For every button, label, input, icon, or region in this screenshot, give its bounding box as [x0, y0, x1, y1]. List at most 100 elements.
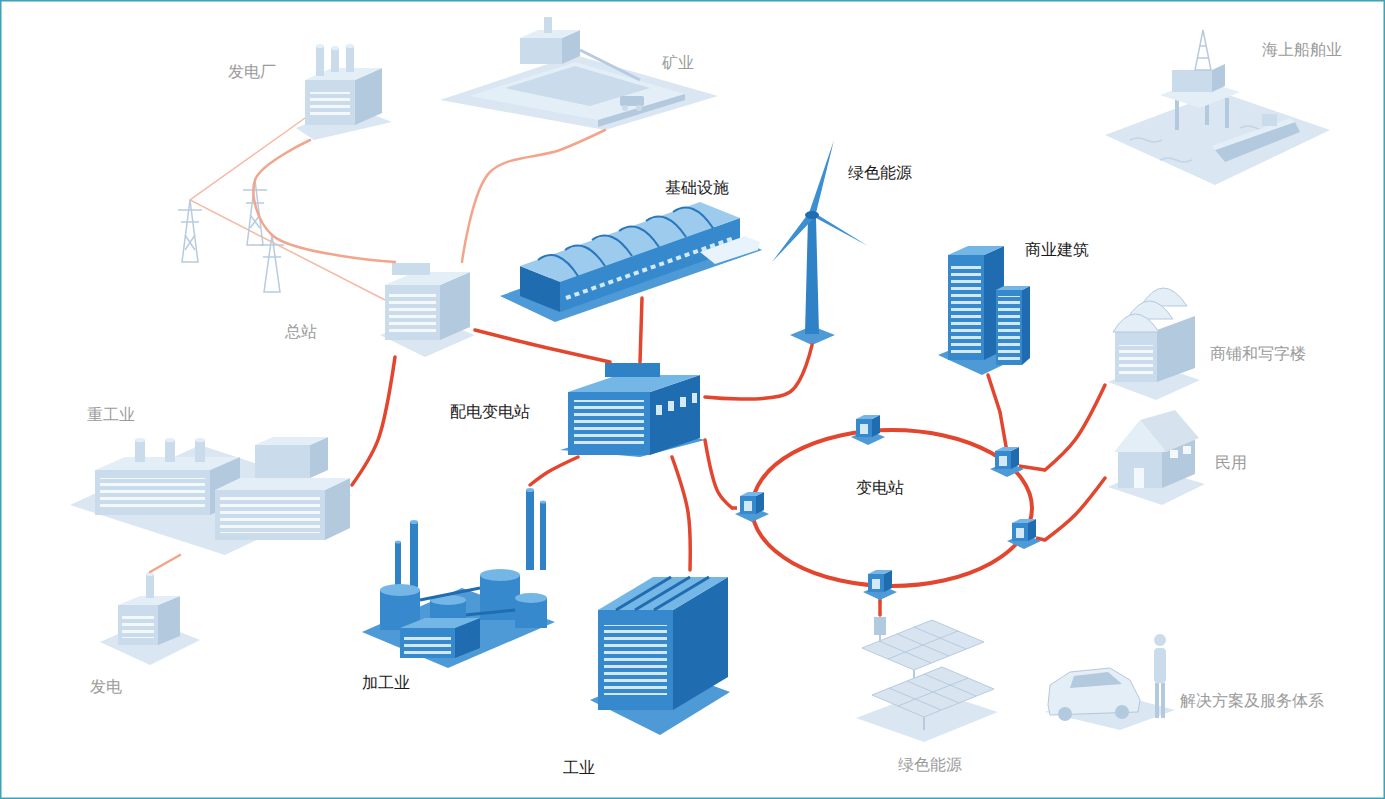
wind-turbine-figure [809, 140, 834, 217]
substation-ring-figure [851, 415, 885, 445]
node-label: 变电站 [856, 478, 904, 497]
mining-figure [440, 17, 718, 130]
offshore-figure [1130, 126, 1272, 162]
wind-turbine-figure [772, 214, 813, 262]
office-tower-figure [938, 336, 1030, 375]
mining-figure [562, 30, 580, 64]
pylon [260, 244, 284, 246]
heavy-industry-figure [255, 437, 328, 445]
pylon [178, 209, 202, 211]
offshore-figure [1225, 98, 1229, 128]
heavy-industry-figure [70, 437, 352, 555]
power-cable [1045, 478, 1105, 540]
wind-turbine-figure [813, 212, 868, 246]
pylon [246, 202, 264, 204]
service-car-figure [1115, 705, 1129, 719]
power-plant-figure [310, 92, 350, 118]
substation-ring-figure [735, 492, 769, 522]
solar-panel-figure [872, 667, 994, 717]
processing-plant-figure [430, 595, 466, 605]
pylon [185, 235, 195, 250]
distribution-substation: 配电变电站 [445, 362, 705, 457]
main-station-figure [389, 292, 436, 332]
shops-figure [1119, 345, 1153, 375]
service-car-figure [1154, 648, 1166, 683]
processing-plant: 加工业 [358, 485, 558, 700]
processing-plant-figure [540, 501, 546, 504]
factory-figure [598, 577, 728, 610]
node-label: 发电 [90, 677, 122, 696]
heavy-industry-figure [210, 457, 240, 515]
house-figure [1108, 468, 1205, 505]
service-car-figure [1154, 634, 1166, 646]
node-label: 基础设施 [665, 178, 729, 197]
heavy-industry-figure [135, 440, 145, 462]
power-cable [253, 140, 395, 262]
substation-ring-figure [752, 430, 1032, 586]
processing-plant-figure [362, 588, 555, 668]
node-label: 重工业 [87, 405, 135, 424]
office-tower-figure [938, 246, 1030, 375]
node-label: 工业 [563, 758, 595, 777]
node-label: 总站 [285, 322, 317, 341]
factory-figure [590, 668, 730, 735]
station-figure [520, 266, 560, 312]
house-figure [1134, 468, 1144, 488]
heavy-industry-figure [255, 445, 310, 478]
offshore-figure [1198, 46, 1208, 58]
power-cable [1045, 385, 1105, 470]
office-tower: 商业建筑 [935, 228, 1095, 375]
railway-station: 基础设施 [500, 178, 765, 298]
node-label: 发电厂 [228, 62, 276, 81]
processing-plant-figure [380, 590, 420, 630]
pylon [178, 118, 385, 300]
house-figure [1108, 410, 1205, 505]
processing-plant-figure [480, 569, 520, 581]
power-cable [150, 555, 180, 572]
station-figure [500, 202, 762, 322]
generation-figure [122, 612, 154, 638]
mining-figure [622, 105, 628, 111]
offshore-figure [1195, 30, 1211, 70]
power-cable [640, 298, 642, 362]
substation-ring: 变电站 [732, 412, 1045, 602]
generation-figure [158, 596, 180, 645]
processing-plant-figure [395, 541, 401, 544]
station-figure [520, 202, 740, 282]
house-figure [1170, 450, 1178, 458]
heavy-industry-figure [165, 438, 175, 442]
heavy-industry-figure [95, 457, 240, 470]
shops-figure [1115, 330, 1157, 382]
power-plant-figure [316, 44, 324, 48]
distribution-substation-figure [680, 397, 686, 407]
power-plant-figure [305, 80, 355, 125]
station-figure [538, 208, 713, 276]
processing-plant-figure [515, 598, 547, 628]
wind-turbine: 绿色能源 [770, 135, 930, 345]
house-figure [1140, 410, 1199, 452]
office-tower-figure [1022, 286, 1030, 365]
pylon [181, 221, 199, 223]
processing-plant-figure [526, 490, 534, 570]
power-cable [352, 357, 395, 485]
factory-figure [673, 577, 728, 710]
processing-plant-figure [400, 618, 480, 628]
power-plant-figure [296, 44, 392, 140]
main-station: 总站 [280, 262, 475, 357]
solar-panel-figure [856, 617, 998, 742]
power-generation: 发电 [85, 572, 210, 702]
main-station-figure [385, 272, 470, 285]
main-station-figure [380, 318, 475, 357]
offshore-figure [1205, 90, 1209, 125]
mining-figure [598, 94, 685, 127]
house-figure [1183, 446, 1191, 454]
pylon [250, 215, 260, 228]
service-car-figure [1048, 668, 1140, 715]
processing-plant-figure [380, 584, 420, 596]
shops-figure [1157, 316, 1195, 382]
processing-plant-figure [420, 588, 515, 615]
distribution-substation-figure [668, 401, 674, 411]
generation-figure [146, 572, 154, 576]
